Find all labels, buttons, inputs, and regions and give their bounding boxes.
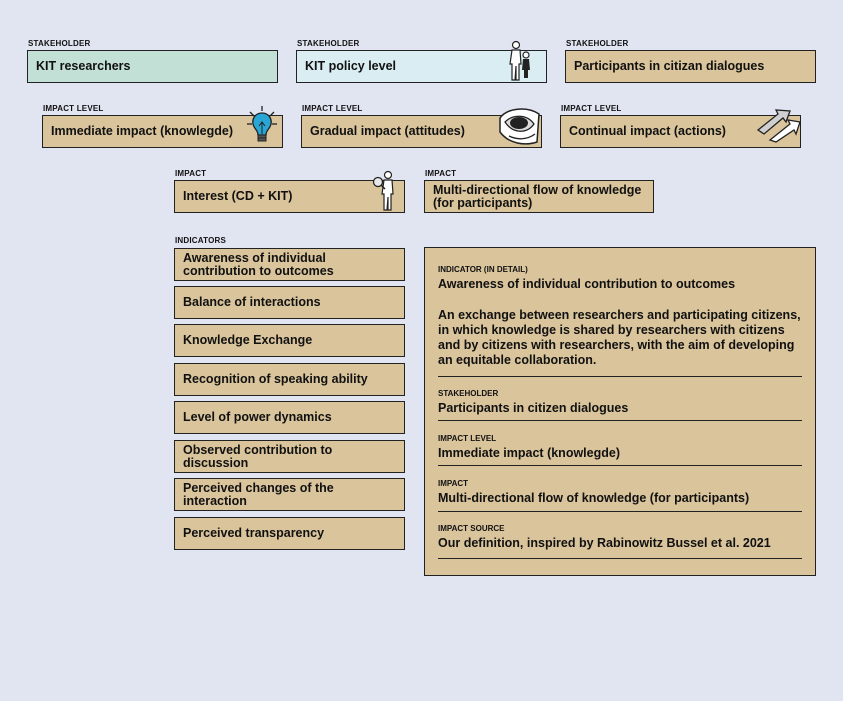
stakeholder-box[interactable]: Participants in citizan dialogues [565, 50, 816, 83]
lightbulb-icon [247, 106, 277, 142]
divider [438, 376, 802, 377]
indicator-item[interactable]: Perceived transparency [174, 517, 405, 550]
detail-stakeholder-value: Participants in citizen dialogues [438, 401, 629, 415]
detail-header: INDICATOR (IN DETAIL) Awareness of indiv… [438, 265, 802, 292]
person-with-child-icon [509, 40, 530, 81]
stakeholder-caption: STAKEHOLDER [28, 39, 91, 48]
impact-level-box[interactable]: Immediate impact (knowlegde) [42, 115, 283, 148]
impact-level-caption: IMPACT LEVEL [561, 104, 622, 113]
impact-caption: IMPACT [425, 169, 457, 178]
detail-stakeholder: STAKEHOLDER Participants in citizen dial… [438, 389, 802, 416]
indicator-item[interactable]: Knowledge Exchange [174, 324, 405, 357]
detail-stakeholder-caption: STAKEHOLDER [438, 389, 499, 398]
person-with-magnifier-icon [372, 170, 394, 211]
impact-level-caption: IMPACT LEVEL [302, 104, 363, 113]
divider [438, 511, 802, 512]
indicators-caption: INDICATORS [175, 236, 227, 245]
indicator-item[interactable]: Balance of interactions [174, 286, 405, 319]
stakeholder-box[interactable]: KIT policy level [296, 50, 547, 83]
divider [438, 558, 802, 559]
detail-caption: INDICATOR (IN DETAIL) [438, 265, 528, 274]
eye-icon [499, 108, 540, 145]
detail-impact-caption: IMPACT [438, 479, 469, 488]
divider [438, 465, 802, 466]
indicator-item[interactable]: Perceived changes of the interaction [174, 478, 405, 511]
indicator-item[interactable]: Recognition of speaking ability [174, 363, 405, 396]
indicator-detail-panel: INDICATOR (IN DETAIL) Awareness of indiv… [424, 247, 816, 576]
impact-box[interactable]: Interest (CD + KIT) [174, 180, 405, 213]
impact-level-caption: IMPACT LEVEL [43, 104, 104, 113]
impact-caption: IMPACT [175, 169, 207, 178]
indicator-item[interactable]: Observed contribution to discussion [174, 440, 405, 473]
stakeholder-caption: STAKEHOLDER [566, 39, 629, 48]
detail-title: Awareness of individual contribution to … [438, 277, 736, 291]
impact-box[interactable]: Multi-directional flow of knowledge (for… [424, 180, 654, 213]
detail-source-caption: IMPACT SOURCE [438, 524, 505, 533]
divider [438, 420, 802, 421]
detail-source: IMPACT SOURCE Our definition, inspired b… [438, 524, 802, 551]
stakeholder-caption: STAKEHOLDER [297, 39, 360, 48]
detail-impact-level: IMPACT LEVEL Immediate impact (knowlegde… [438, 434, 802, 461]
detail-impact: IMPACT Multi-directional flow of knowled… [438, 479, 802, 506]
detail-impact-value: Multi-directional flow of knowledge (for… [438, 491, 750, 505]
indicator-item[interactable]: Awareness of individual contribution to … [174, 248, 405, 281]
stakeholder-box[interactable]: KIT researchers [27, 50, 278, 83]
indicator-item[interactable]: Level of power dynamics [174, 401, 405, 434]
detail-impact-level-caption: IMPACT LEVEL [438, 434, 497, 443]
detail-impact-level-value: Immediate impact (knowlegde) [438, 446, 620, 460]
detail-source-value: Our definition, inspired by Rabinowitz B… [438, 536, 771, 550]
arrows-icon [756, 109, 801, 143]
detail-description: An exchange between researchers and part… [438, 308, 801, 367]
